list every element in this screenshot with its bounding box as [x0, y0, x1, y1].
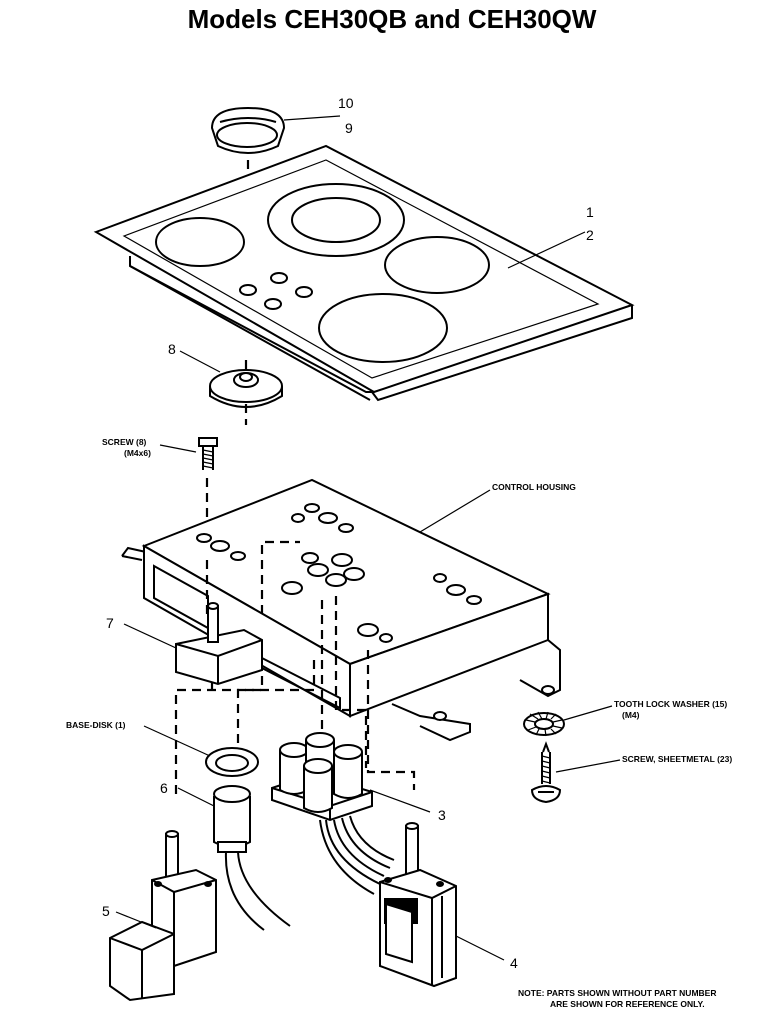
- callout-8: 8: [168, 341, 176, 357]
- callout-4: 4: [510, 955, 518, 971]
- callout-1: 1: [586, 204, 594, 220]
- callout-2: 2: [586, 227, 594, 243]
- note-line-2: ARE SHOWN FOR REFERENCE ONLY.: [550, 999, 705, 1009]
- knob-base: [209, 369, 283, 408]
- base-disk-label: BASE-DISK (1): [66, 720, 126, 730]
- indicator-lamp: [213, 785, 291, 931]
- infinite-switch: [175, 602, 263, 686]
- rotary-switch: [109, 830, 217, 1002]
- large-burner-front: [318, 293, 448, 363]
- screw-size-label: (M4x6): [124, 448, 151, 458]
- large-burner-rear: [267, 183, 405, 257]
- tooth-lock-washer: [523, 711, 565, 737]
- screw-m4x6: [198, 437, 218, 470]
- relay-block: [271, 732, 395, 895]
- callout-10: 10: [338, 95, 354, 111]
- tooth-lock-washer-size-label: (M4): [622, 710, 640, 720]
- tooth-lock-washer-label: TOOTH LOCK WASHER (15): [614, 699, 727, 709]
- control-housing: [121, 478, 561, 742]
- small-burner-left: [155, 217, 245, 267]
- limit-switch: [379, 822, 457, 988]
- callout-9: 9: [345, 120, 353, 136]
- callout-6: 6: [160, 780, 168, 796]
- medium-burner-right: [384, 236, 490, 294]
- control-housing-label: CONTROL HOUSING: [492, 482, 576, 492]
- callout-7: 7: [106, 615, 114, 631]
- base-disk: [205, 747, 259, 777]
- sheetmetal-screw: [530, 741, 562, 804]
- page-title: Models CEH30QB and CEH30QW: [188, 4, 597, 34]
- note-line-1: NOTE: PARTS SHOWN WITHOUT PART NUMBER: [518, 988, 716, 998]
- callout-3: 3: [438, 807, 446, 823]
- glass-cooktop: [93, 144, 635, 402]
- screw-sheetmetal-label: SCREW, SHEETMETAL (23): [622, 754, 732, 764]
- control-knob: [210, 106, 286, 154]
- screw-label: SCREW (8): [102, 437, 147, 447]
- callout-5: 5: [102, 903, 110, 919]
